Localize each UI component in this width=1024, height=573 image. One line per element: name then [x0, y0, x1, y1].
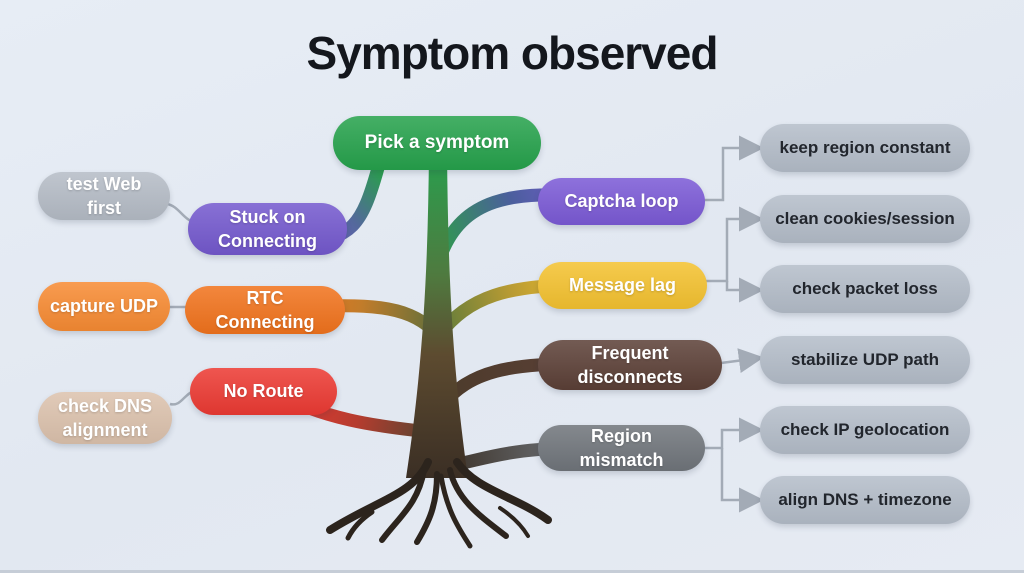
hint-capture-udp: capture UDP: [38, 282, 170, 331]
connector-region-geolocation: [704, 417, 764, 450]
action-check-ip-geolocation: check IP geolocation: [760, 406, 970, 454]
symptom-frequent-disconnects: Frequent disconnects: [538, 340, 722, 390]
action-stabilize-udp-path: stabilize UDP path: [760, 336, 970, 384]
page-title: Symptom observed: [306, 27, 719, 79]
action-keep-region-constant: keep region constant: [760, 124, 970, 172]
symptom-captcha-loop: Captcha loop: [538, 178, 705, 225]
connector-frequent-udp: [720, 348, 764, 374]
tree-trunk: [406, 150, 468, 478]
symptom-rtc-connecting: RTC Connecting: [185, 286, 345, 334]
symptom-region-mismatch: Region mismatch: [538, 425, 705, 471]
connector-captcha-keepregion: [704, 135, 764, 202]
connector-messagelag-cookies: [706, 206, 764, 283]
bottom-edge-line: [0, 570, 1024, 573]
action-clean-cookies-session: clean cookies/session: [760, 195, 970, 243]
connector-region-dnstimezone: [720, 448, 764, 513]
symptom-no-route: No Route: [190, 368, 337, 415]
symptom-message-lag: Message lag: [538, 262, 707, 309]
action-align-dns-timezone: align DNS + timezone: [760, 476, 970, 524]
symptom-stuck-on-connecting: Stuck on Connecting: [188, 203, 347, 255]
action-check-packet-loss: check packet loss: [760, 265, 970, 313]
root-node-pick-a-symptom: Pick a symptom: [333, 116, 541, 170]
hint-test-web-first: test Web first: [38, 172, 170, 220]
tree-roots: [326, 458, 552, 549]
connector-messagelag-packetloss: [725, 277, 764, 303]
hint-check-dns-alignment: check DNS alignment: [38, 392, 172, 444]
